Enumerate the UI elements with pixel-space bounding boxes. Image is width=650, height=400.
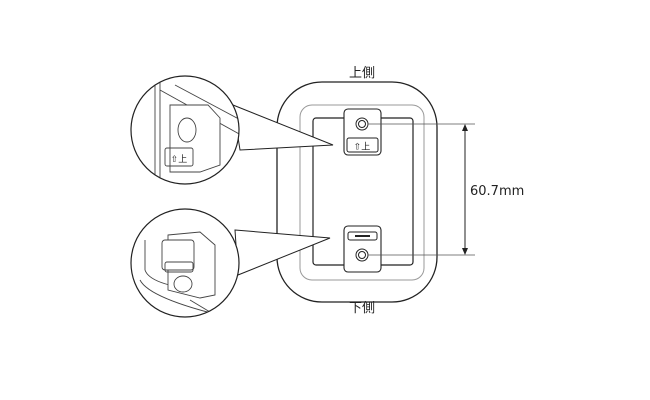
dimension-label: 60.7mm [470,184,524,199]
svg-text:⇧上: ⇧上 [171,154,188,165]
dimension-indicator [368,123,475,256]
top-side-label: 上側 [349,66,375,81]
outer-frame [276,81,438,303]
bottom-side-label: 下側 [349,301,375,316]
top-bracket: ⇧上 [343,108,382,156]
bottom-detail-magnifier [130,208,240,318]
bracket-up-mark: ⇧上 [354,142,371,153]
inner-gray-frame [299,104,425,281]
top-detail-magnifier: ⇧上 [130,75,240,185]
bottom-bracket [343,225,382,273]
